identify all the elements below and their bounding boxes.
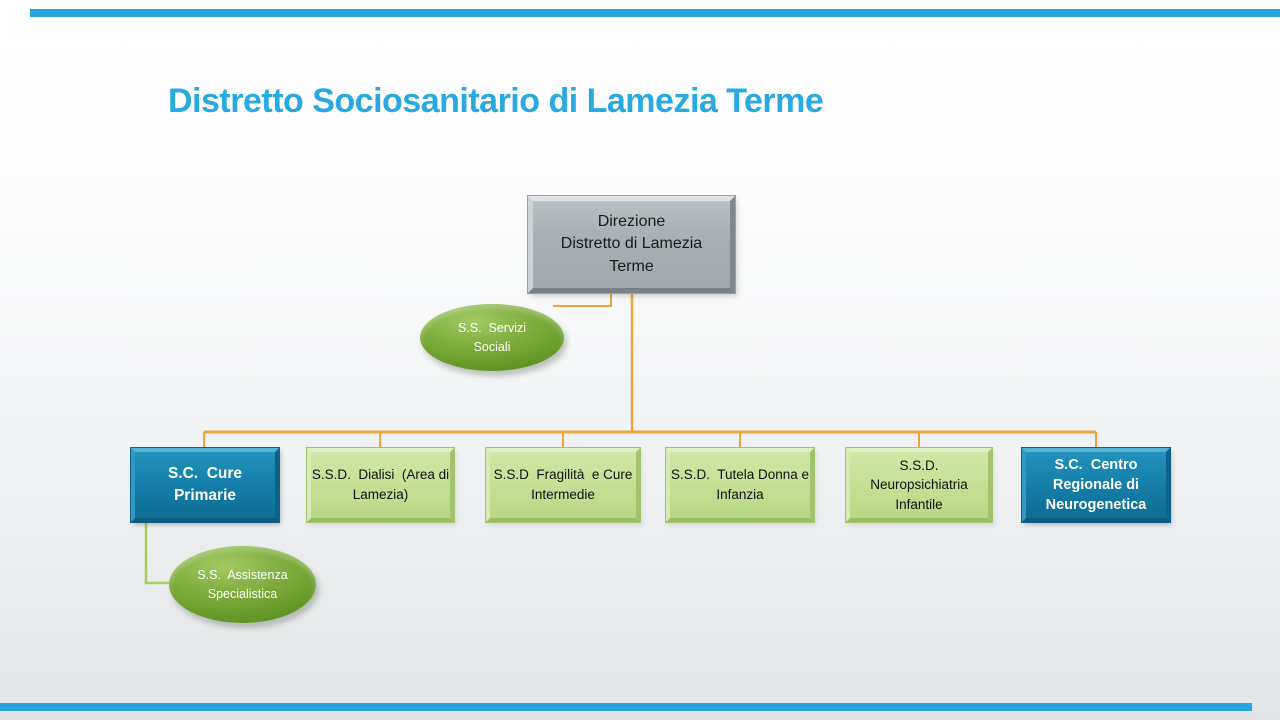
org-node-dialisi: S.S.D. Dialisi (Area di Lamezia) [306, 447, 455, 523]
org-node-assistenza-specialistica: S.S. Assistenza Specialistica [169, 546, 316, 623]
connector-cure-to-assistenza [144, 522, 169, 585]
org-node-neuropsichiatria-infantile: S.S.D. Neuropsichiatria Infantile [845, 447, 993, 523]
top-accent-bar [30, 9, 1280, 17]
connector-child-drops [203, 432, 1097, 448]
org-node-servizi-sociali: S.S. Servizi Sociali [420, 304, 564, 371]
org-node-centro-neurogenetica: S.C. Centro Regionale di Neurogenetica [1021, 447, 1171, 523]
connector-root-to-servizi [553, 293, 612, 307]
org-node-direzione-distretto: Direzione Distretto di Lamezia Terme [527, 195, 736, 294]
bottom-accent-bar [0, 703, 1252, 711]
slide-title: Distretto Sociosanitario di Lamezia Term… [168, 82, 824, 120]
org-node-cure-primarie: S.C. Cure Primarie [130, 447, 280, 523]
org-node-fragilita-cure-intermedie: S.S.D Fragilità e Cure Intermedie [485, 447, 641, 523]
org-node-tutela-donna-infanzia: S.S.D. Tutela Donna e Infanzia [665, 447, 815, 523]
